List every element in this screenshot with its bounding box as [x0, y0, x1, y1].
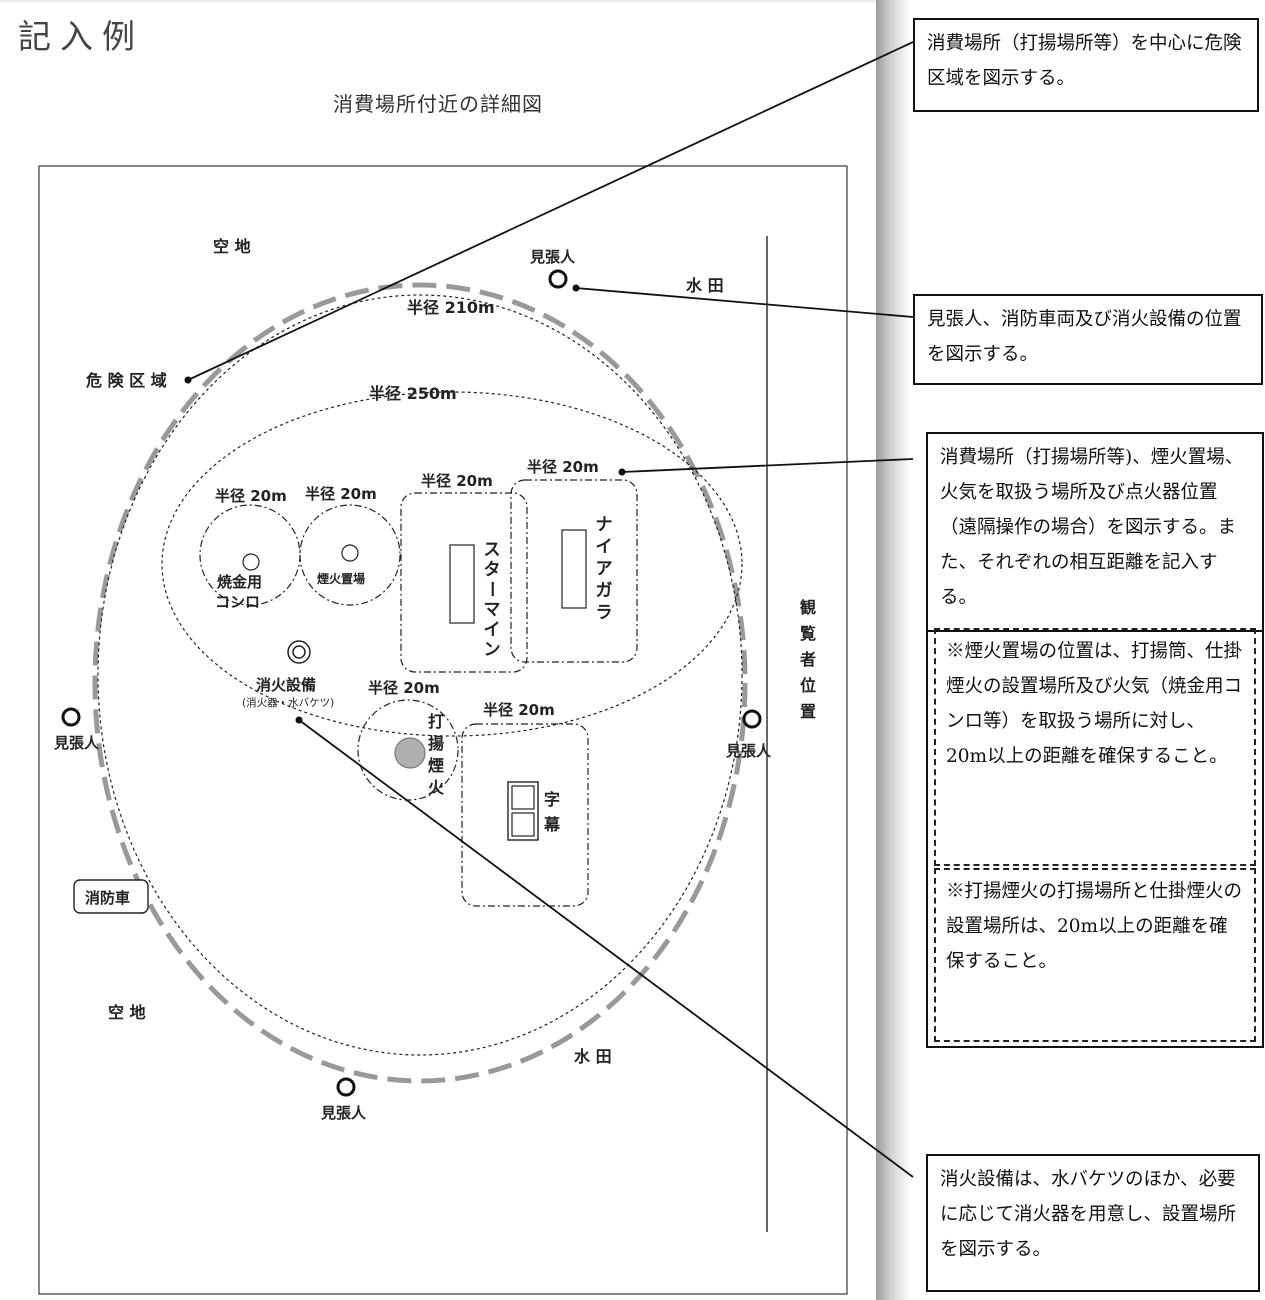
- aerial-fireworks-label-char: 打: [428, 712, 444, 731]
- sheet-shadow-top: [0, 0, 876, 4]
- note-aerial-distance: ※打揚煙火の打揚場所と仕掛煙火の設置場所は、20m以上の距離を確保すること。: [934, 868, 1256, 1042]
- star-mine-radius-label: 半径 20m: [421, 472, 493, 490]
- aerial-fireworks-marker: [394, 737, 426, 769]
- niagara-label-char: ガ: [596, 581, 613, 601]
- radius-210-circle: [97, 294, 743, 1056]
- screen-radius-label: 半径 20m: [483, 701, 555, 719]
- stove-label-line1: 焼金用: [217, 573, 262, 591]
- lookout-top-label: 見張人: [529, 248, 576, 266]
- caption-screen-marker: [507, 781, 539, 841]
- callout-danger-zone-text: 消費場所（打揚場所等）を中心に危険区域を図示する。: [927, 33, 1242, 89]
- niagara-label-char: ラ: [596, 603, 613, 623]
- storage-label: 煙火置場: [317, 571, 365, 586]
- lookout-bottom-marker: [336, 1077, 356, 1097]
- lookout-left-label: 見張人: [53, 734, 100, 752]
- viewers-label-char: 観: [800, 598, 816, 617]
- leader-consumption: [621, 458, 914, 473]
- viewers-label-char: 位: [800, 676, 816, 695]
- callout-lookout-text: 見張人、消防車両及び消火設備の位置を図示する。: [927, 309, 1242, 365]
- aerial-radius-label: 半径 20m: [368, 679, 440, 697]
- callout-danger-zone: 消費場所（打揚場所等）を中心に危険区域を図示する。: [913, 18, 1259, 112]
- note-aerial-distance-text: ※打揚煙火の打揚場所と仕掛煙火の設置場所は、20m以上の距離を確保すること。: [946, 881, 1243, 972]
- note-storage-distance: ※煙火置場の位置は、打揚筒、仕掛煙火の設置場所及び火気（焼金用コンロ等）を取扱う…: [934, 628, 1256, 866]
- viewers-label-char: 置: [800, 702, 816, 721]
- aerial-fireworks-label-char: 火: [428, 778, 445, 797]
- lookout-right-marker: [742, 709, 762, 729]
- star-mine-label-char: マ: [484, 600, 501, 620]
- lookout-bottom-label: 見張人: [320, 1104, 367, 1122]
- radius-250-circle: [161, 391, 743, 737]
- diagram-subtitle: 消費場所付近の詳細図: [333, 92, 543, 116]
- paddy-bottom-label: 水 田: [574, 1047, 612, 1066]
- paddy-top-label: 水 田: [686, 276, 724, 295]
- sheet-shadow: [876, 0, 910, 1300]
- danger-zone-label: 危 険 区 域: [86, 371, 167, 390]
- star-mine-label-char: イ: [484, 620, 501, 640]
- niagara-radius-label: 半径 20m: [527, 458, 599, 476]
- extinguisher-detail-label: (消火器・水バケツ): [242, 696, 334, 709]
- fire-truck-label: 消防車: [85, 889, 130, 907]
- notes-box: ※煙火置場の位置は、打揚筒、仕掛煙火の設置場所及び火気（焼金用コンロ等）を取扱う…: [926, 628, 1264, 1048]
- lookout-top-marker: [548, 269, 568, 289]
- callout-lookout: 見張人、消防車両及び消火設備の位置を図示する。: [913, 294, 1263, 385]
- fireworks-storage-marker: [341, 544, 359, 562]
- leader-lookout: [575, 287, 914, 318]
- viewers-label-char: 者: [799, 650, 816, 669]
- callout-consumption-text: 消費場所（打揚場所等)、煙火置場、火気を取扱う場所及び点火器位置（遠隔操作の場合…: [940, 447, 1244, 608]
- storage-radius-label: 半径 20m: [305, 485, 377, 503]
- vacant-bottom-label: 空 地: [108, 1003, 146, 1022]
- niagara-label-char: ア: [596, 559, 613, 579]
- storage-radius-circle: [299, 504, 401, 606]
- aerial-fireworks-label-char: 煙: [428, 756, 444, 775]
- extinguisher-marker: [287, 640, 311, 664]
- aerial-radius-circle: [357, 699, 459, 801]
- caption-screen-zone: [461, 723, 589, 907]
- danger-zone-circle: [92, 282, 748, 1084]
- note-storage-distance-text: ※煙火置場の位置は、打揚筒、仕掛煙火の設置場所及び火気（焼金用コンロ等）を取扱う…: [946, 641, 1243, 767]
- callout-consumption: 消費場所（打揚場所等)、煙火置場、火気を取扱う場所及び点火器位置（遠隔操作の場合…: [926, 432, 1264, 632]
- lookout-left-marker: [61, 707, 81, 727]
- star-mine-zone: [400, 492, 528, 673]
- aerial-fireworks-label: 打揚煙火: [428, 712, 445, 797]
- viewers-label-char: 覧: [800, 624, 816, 643]
- vacant-top-label: 空 地: [213, 237, 251, 256]
- callout-extinguisher: 消火設備は、水バケツのほか、必要に応じて消火器を用意し、設置場所を図示する。: [926, 1154, 1260, 1292]
- fire-truck-box: [73, 879, 149, 914]
- niagara-marker: [561, 529, 587, 609]
- caption-screen-label: 字幕: [543, 790, 561, 834]
- radius-210-label: 半径 210m: [407, 298, 495, 317]
- star-mine-label-char: タ: [484, 560, 501, 580]
- radius-250-label: 半径 250m: [369, 384, 457, 403]
- extinguisher-label: 消火設備: [256, 676, 316, 694]
- lookout-right-label: 見張人: [725, 742, 772, 760]
- aerial-fireworks-label-char: 揚: [428, 734, 444, 753]
- star-mine-label-char: ス: [484, 540, 501, 560]
- leader-extinguisher: [298, 719, 914, 1178]
- callout-extinguisher-text: 消火設備は、水バケツのほか、必要に応じて消火器を用意し、設置場所を図示する。: [940, 1169, 1237, 1260]
- page-heading: 記入例: [18, 17, 144, 56]
- caption-screen-label-char: 幕: [543, 815, 561, 834]
- stove-label-line2: コンロ: [215, 593, 260, 611]
- star-mine-label-char: ー: [481, 581, 501, 598]
- soldering-stove-marker: [242, 553, 260, 571]
- caption-screen-label-char: 字: [544, 790, 560, 809]
- map-frame: [38, 165, 848, 1295]
- document-sheet: [0, 0, 876, 1300]
- niagara-label-char: イ: [596, 537, 613, 557]
- leader-danger-zone: [187, 41, 914, 381]
- niagara-label-char: ナ: [596, 515, 613, 535]
- star-mine-marker: [449, 544, 475, 624]
- niagara-zone: [510, 479, 638, 663]
- star-mine-label-char: ン: [484, 640, 501, 660]
- stove-radius-label: 半径 20m: [215, 487, 287, 505]
